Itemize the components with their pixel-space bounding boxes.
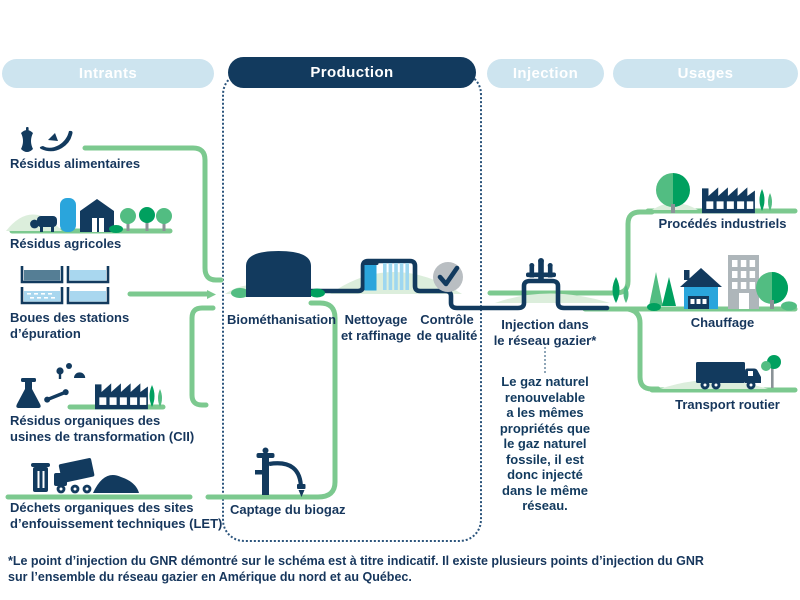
line-injection-to-industry — [487, 209, 655, 296]
food-waste-icon — [21, 127, 73, 152]
footnote: *Le point d’injection du GNR démontré su… — [8, 554, 704, 584]
label-captage: Captage du biogaz — [230, 502, 346, 517]
biogas-capture-icon — [255, 447, 306, 497]
quality-check-icon — [433, 262, 463, 292]
injection-valve-icon — [526, 258, 556, 281]
label-transport-routier: Transport routier — [675, 397, 780, 412]
label-chauffage: Chauffage — [690, 315, 755, 330]
line-branch-to-transport — [625, 306, 661, 392]
trees — [120, 207, 172, 231]
line-capture-to-process — [205, 300, 338, 500]
label-residus-agricoles: Résidus agricoles — [10, 236, 122, 251]
truck-icon — [696, 355, 781, 390]
scrubber-icon — [362, 261, 409, 291]
phase-label: Production — [310, 64, 394, 81]
farm-icon — [30, 198, 172, 233]
dotted-link — [544, 347, 546, 373]
phase-label: Injection — [512, 65, 579, 82]
phase-label: Intrants — [78, 65, 138, 82]
housing-icon — [647, 255, 797, 311]
phase-pill-injection: Injection — [487, 59, 604, 88]
label-cii: Résidus organiques des usines de transfo… — [10, 413, 195, 444]
industrial-organics-icon — [16, 363, 162, 410]
label-let: Déchets organiques des sites d’enfouisse… — [10, 500, 223, 531]
injection-note: Le gaz naturel renouvelable a les mêmes … — [499, 374, 591, 513]
line-food-to-production — [82, 145, 224, 283]
sludge-line-arrowhead — [207, 290, 216, 299]
label-controle: Contrôle de qualité — [416, 312, 478, 343]
label-boues: Boues des stations d’épuration — [10, 310, 130, 341]
dump-truck-icon — [54, 458, 95, 494]
phase-pill-usages: Usages — [613, 59, 798, 88]
phase-pill-production: Production — [228, 57, 476, 88]
label-residus-alimentaires: Résidus alimentaires — [10, 156, 141, 171]
cii-factory — [95, 383, 148, 410]
line-cii-bracket — [189, 305, 216, 408]
phase-pill-intrants: Intrants — [2, 59, 214, 88]
label-nettoyage: Nettoyage et raffinage — [340, 312, 412, 343]
wastewater-basins-icon — [20, 266, 110, 305]
label-biomethanisation: Biométhanisation — [227, 312, 337, 327]
digester-tank-icon — [246, 251, 311, 297]
phase-label: Usages — [677, 65, 734, 82]
cow-icon — [30, 216, 57, 232]
label-procedes-industriels: Procédés industriels — [658, 216, 787, 231]
landfill-icon — [31, 458, 139, 494]
factory-icon — [656, 173, 772, 214]
label-injection: Injection dans le réseau gazier* — [493, 317, 597, 348]
